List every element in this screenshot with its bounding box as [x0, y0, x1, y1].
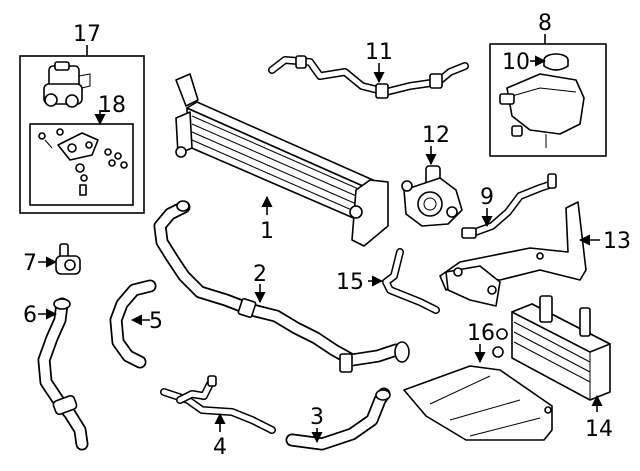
- part-12-pump: [401, 165, 463, 227]
- callout-1: 1: [260, 219, 274, 244]
- callout-17: 17: [73, 22, 101, 47]
- callout-12: 12: [422, 123, 450, 148]
- callout-9: 9: [480, 185, 494, 210]
- part-1-radiator: [175, 73, 389, 247]
- callout-7: 7: [23, 251, 37, 276]
- part-11-hose: [268, 55, 469, 99]
- callout-18: 18: [98, 93, 126, 118]
- part-9-harness: [461, 173, 557, 239]
- callout-3: 3: [310, 405, 324, 430]
- part-8-reservoir: [499, 73, 585, 148]
- callout-14: 14: [585, 417, 613, 442]
- part-14-cooler: [492, 295, 611, 401]
- part-13-bracket: [439, 201, 587, 307]
- callout-2: 2: [253, 262, 267, 287]
- part-10-cap: [543, 53, 569, 71]
- part-17-valve: [43, 61, 91, 108]
- part-6-hose: [37, 297, 89, 451]
- part-18-box: [29, 123, 134, 206]
- callout-16: 16: [467, 321, 495, 346]
- part-5-hose: [109, 279, 157, 369]
- callout-5: 5: [149, 309, 163, 334]
- part-2-hose: [153, 200, 410, 373]
- part-17-box: [19, 55, 145, 214]
- part-4-tube: [160, 375, 276, 434]
- part-3-hose: [285, 387, 391, 451]
- part-17-group: [19, 45, 145, 214]
- callout-15: 15: [336, 270, 364, 295]
- callout-10: 10: [502, 50, 530, 75]
- callout-4: 4: [213, 435, 227, 460]
- callout-6: 6: [23, 303, 37, 328]
- callout-11: 11: [365, 40, 393, 65]
- part-8-box: [489, 43, 607, 157]
- callout-13: 13: [603, 229, 631, 254]
- part-16-shield: [403, 365, 553, 441]
- callout-8: 8: [538, 11, 552, 36]
- part-15-tube: [382, 248, 440, 314]
- part-8-group: [489, 34, 607, 157]
- part-18-hardware: [38, 128, 128, 196]
- part-7-fitting: [55, 243, 81, 275]
